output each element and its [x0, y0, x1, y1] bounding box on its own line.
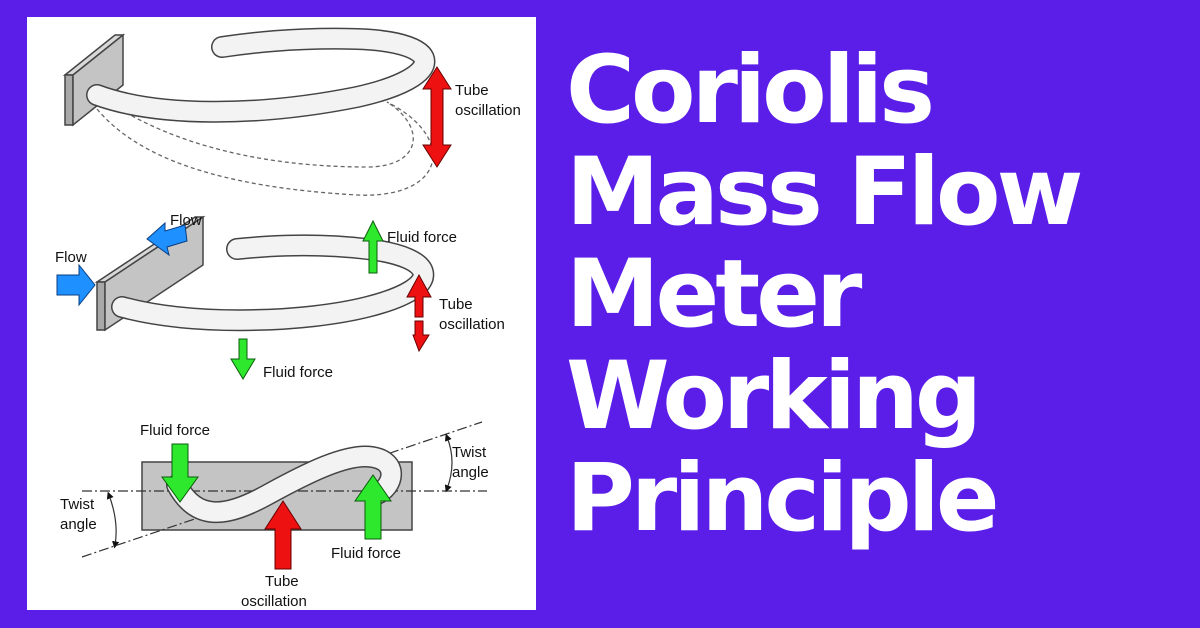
tube-body: [87, 29, 434, 122]
fluid-force-left-label: Fluid force: [140, 422, 210, 439]
title-line-3: Meter: [566, 240, 862, 349]
fluid-force-top-label: Fluid force: [387, 229, 457, 246]
fluid-force-arrow-bottom: [230, 338, 256, 380]
flow-arrow-left: [56, 263, 96, 307]
tube-oscillation-label-2: oscillation: [241, 593, 307, 610]
tube-oscillation-label-1: Tube: [455, 82, 489, 99]
twist-angle-left-label-2: angle: [60, 516, 97, 533]
twist-angle-right-label-2: angle: [452, 464, 489, 481]
fluid-force-arrow-right: [354, 474, 392, 540]
coriolis-diagram: Tube oscillation Flow Flow Fluid force F…: [55, 27, 521, 610]
panel-1-tube-oscillation: Tube oscillation: [62, 27, 521, 196]
title-line-4: Working: [566, 342, 982, 451]
tube-displaced-inner: [101, 96, 414, 168]
title-line-2: Mass Flow: [566, 138, 1083, 247]
page-title: Coriolis Mass Flow Meter Working Princip…: [566, 40, 1196, 550]
tube-oscillation-label-2: oscillation: [439, 316, 505, 333]
title-line-5: Principle: [566, 444, 1000, 553]
flow-arrow-top: [146, 221, 188, 257]
title-line-1: Coriolis: [566, 36, 935, 145]
tube-body: [167, 447, 401, 522]
flow-left-label: Flow: [55, 249, 87, 266]
tube-oscillation-label-1: Tube: [265, 573, 299, 590]
twist-angle-arc-right: [444, 433, 453, 493]
tube-oscillation-label-2: oscillation: [455, 102, 521, 119]
fluid-force-bottom-label: Fluid force: [263, 364, 333, 381]
twist-angle-right-label-1: Twist: [452, 444, 487, 461]
mount-bar-front: [96, 281, 106, 331]
mount-bar-side: [72, 33, 124, 127]
fluid-force-arrow-left: [161, 443, 199, 503]
panel-2-flow-forces: Flow Flow Fluid force Fluid force Tube o…: [55, 212, 505, 381]
twist-angle-arc-left: [106, 491, 120, 549]
tube-oscillation-arrow-up: [406, 273, 432, 318]
tube-oscillation-arrow: [422, 66, 452, 168]
tube-oscillation-arrow-down: [412, 320, 430, 353]
tube-oscillation-label-1: Tube: [439, 296, 473, 313]
twist-angle-left-label-1: Twist: [60, 496, 95, 513]
panel-3-twist-angle: Twist angle Twist angle Fluid force Flui…: [60, 421, 489, 610]
diagram-panel: Tube oscillation Flow Flow Fluid force F…: [27, 17, 536, 610]
flow-top-label: Flow: [170, 212, 202, 229]
tube-displaced-outline: [96, 101, 434, 196]
fluid-force-arrow-top: [362, 219, 384, 274]
fluid-force-right-label: Fluid force: [331, 545, 401, 562]
mount-bar-front: [64, 74, 74, 126]
tube-oscillation-arrow: [264, 500, 302, 570]
